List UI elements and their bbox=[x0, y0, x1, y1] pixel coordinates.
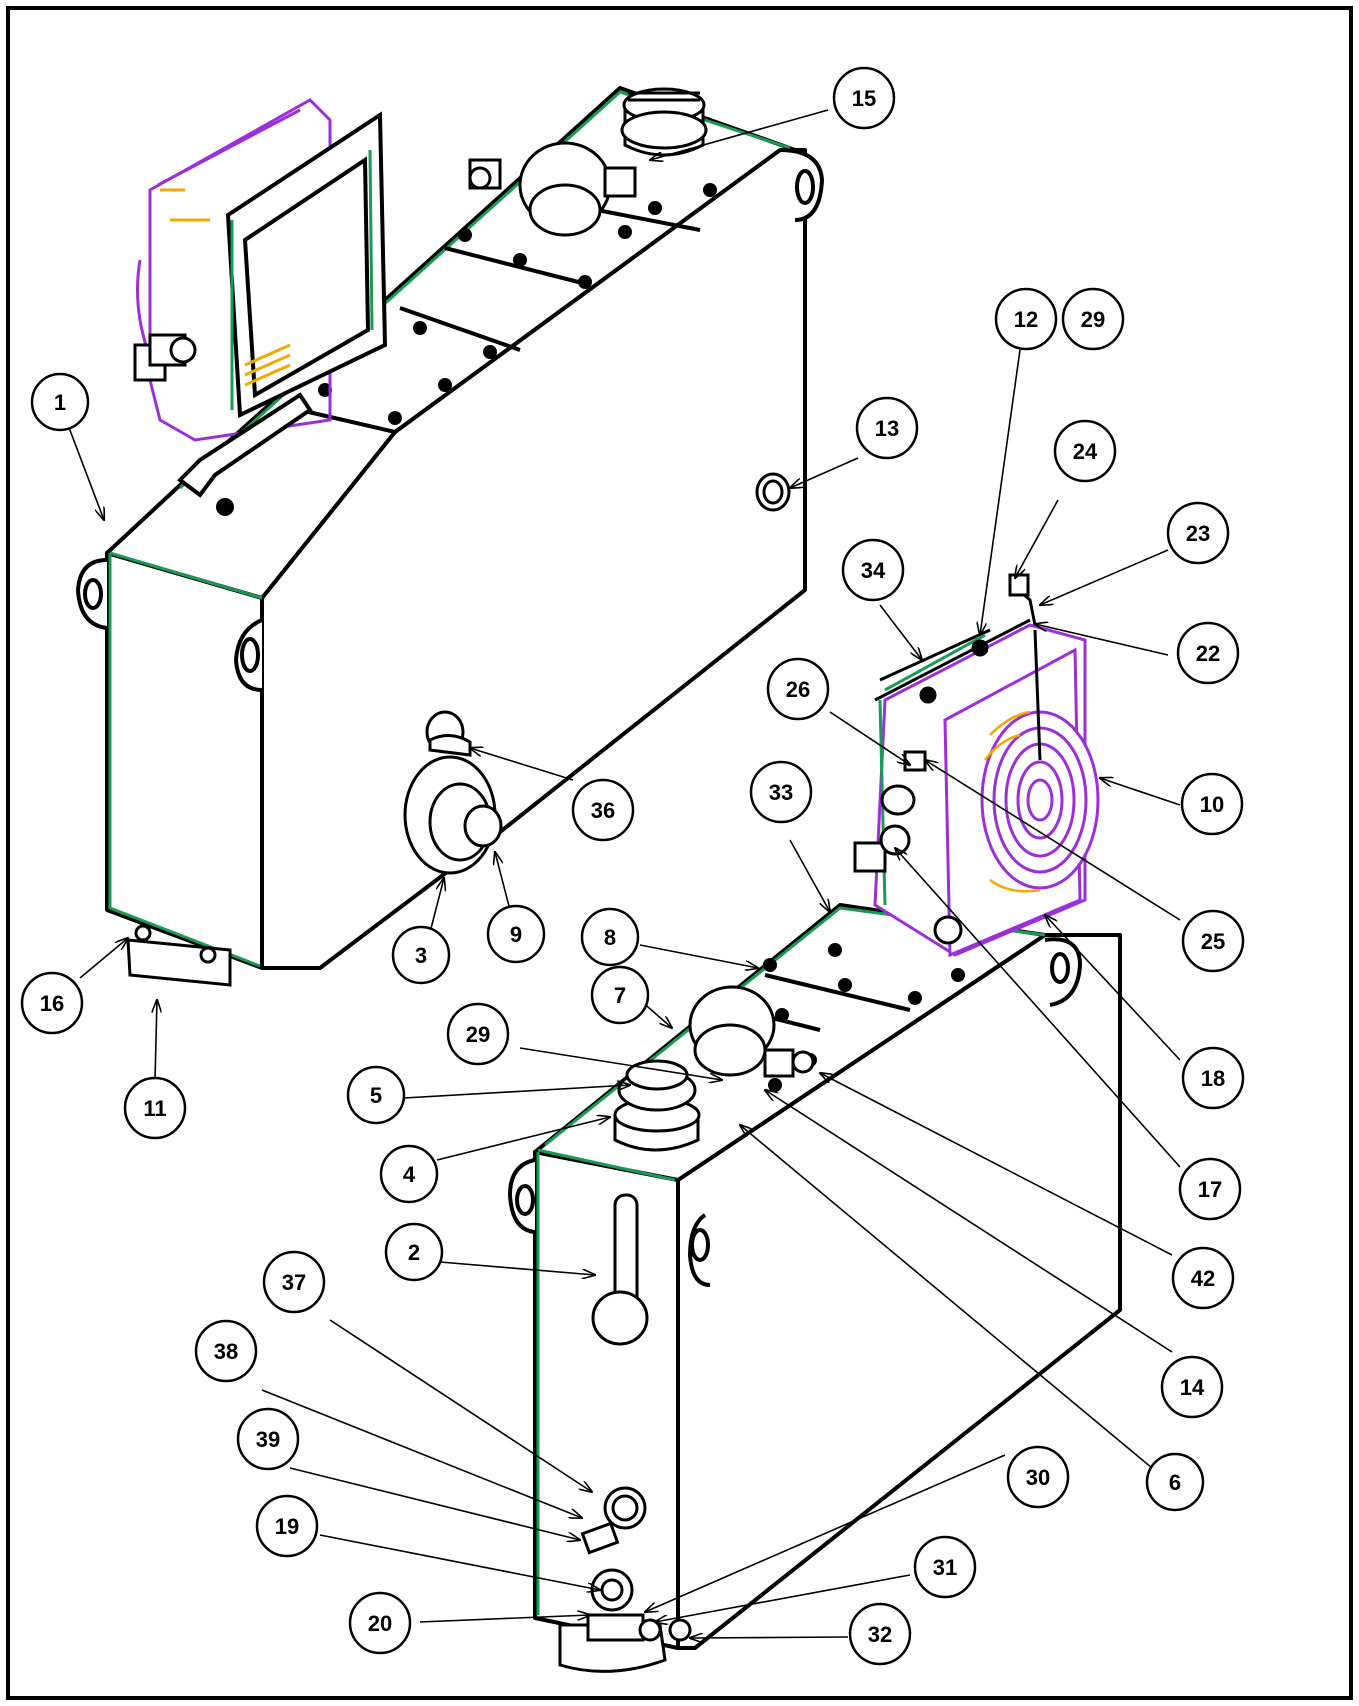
callout-2: 2 bbox=[384, 1222, 444, 1282]
callout-36-label: 36 bbox=[591, 798, 615, 823]
callout-39-label: 39 bbox=[256, 1427, 280, 1452]
upper-tank-mounting-ears bbox=[75, 148, 825, 692]
upper-elbow-fitting bbox=[133, 333, 197, 382]
callout-13: 13 bbox=[855, 396, 919, 460]
callout-11: 11 bbox=[123, 1076, 187, 1140]
callout-15: 15 bbox=[832, 66, 896, 130]
callout-25: 25 bbox=[1181, 909, 1245, 973]
upper-bottom-bracket bbox=[126, 924, 232, 987]
lower-purple-cooler bbox=[873, 623, 1100, 958]
upper-frame bbox=[225, 111, 388, 419]
callout-26-label: 26 bbox=[786, 677, 810, 702]
callout-14-label: 14 bbox=[1180, 1375, 1205, 1400]
callout-29-lower: 29 bbox=[446, 1002, 510, 1066]
callout-5: 5 bbox=[346, 1065, 406, 1125]
callout-22-label: 22 bbox=[1196, 641, 1220, 666]
callout-20: 20 bbox=[348, 1591, 412, 1655]
callout-12-label: 12 bbox=[1014, 307, 1038, 332]
callout-36: 36 bbox=[571, 778, 635, 842]
callout-4-label: 4 bbox=[403, 1162, 416, 1187]
callout-3-label: 3 bbox=[415, 943, 427, 968]
callout-10-label: 10 bbox=[1200, 792, 1224, 817]
callout-1-label: 1 bbox=[54, 390, 66, 415]
callout-16-label: 16 bbox=[40, 991, 64, 1016]
callout-14: 14 bbox=[1160, 1355, 1224, 1419]
callout-32: 32 bbox=[848, 1602, 912, 1666]
callout-33-label: 33 bbox=[769, 780, 793, 805]
upper-frame-green bbox=[230, 149, 374, 410]
callout-15-label: 15 bbox=[852, 86, 876, 111]
leader-lines bbox=[67, 109, 1181, 1638]
callout-9: 9 bbox=[486, 904, 546, 964]
callout-34: 34 bbox=[841, 538, 905, 602]
callout-5-label: 5 bbox=[370, 1083, 382, 1108]
upper-filler-cap bbox=[620, 87, 708, 157]
callout-22: 22 bbox=[1176, 621, 1240, 685]
callout-31-label: 31 bbox=[933, 1555, 957, 1580]
callout-10: 10 bbox=[1180, 772, 1244, 836]
callout-30: 30 bbox=[1006, 1445, 1070, 1509]
callout-42: 42 bbox=[1171, 1246, 1235, 1310]
callout-26: 26 bbox=[766, 657, 830, 721]
callout-38-label: 38 bbox=[214, 1339, 238, 1364]
callout-38: 38 bbox=[194, 1319, 258, 1383]
lower-tank-mounting-ears bbox=[507, 937, 1083, 1287]
upper-bracket bbox=[176, 392, 313, 516]
lower-drain-fittings bbox=[558, 1486, 692, 1673]
callout-11-label: 11 bbox=[143, 1096, 166, 1121]
lower-cooler-orange bbox=[984, 710, 1041, 893]
callout-6-label: 6 bbox=[1169, 1470, 1181, 1495]
callout-3: 3 bbox=[391, 925, 451, 985]
callout-37-label: 37 bbox=[282, 1270, 306, 1295]
lower-filter-head bbox=[688, 985, 815, 1078]
callout-7-label: 7 bbox=[614, 983, 626, 1008]
upper-filter-head bbox=[468, 141, 637, 237]
callout-31: 31 bbox=[913, 1535, 977, 1599]
callout-9-label: 9 bbox=[510, 922, 522, 947]
callout-18: 18 bbox=[1181, 1046, 1245, 1110]
callout-39: 39 bbox=[236, 1407, 300, 1471]
callout-2-label: 2 bbox=[408, 1240, 420, 1265]
callout-29-upper-label: 29 bbox=[1081, 307, 1105, 332]
diagram-frame bbox=[6, 6, 1353, 1700]
callout-19: 19 bbox=[255, 1494, 319, 1558]
callout-37: 37 bbox=[262, 1250, 326, 1314]
callout-33: 33 bbox=[749, 760, 813, 824]
callout-17-label: 17 bbox=[1198, 1177, 1222, 1202]
callout-20-label: 20 bbox=[368, 1611, 392, 1636]
callout-32-label: 32 bbox=[868, 1622, 892, 1647]
lower-cooler-parts bbox=[853, 573, 1042, 945]
callout-23: 23 bbox=[1166, 501, 1230, 565]
callout-23-label: 23 bbox=[1186, 521, 1210, 546]
callout-4: 4 bbox=[379, 1144, 439, 1204]
callout-25-label: 25 bbox=[1201, 929, 1225, 954]
callout-42-label: 42 bbox=[1191, 1266, 1215, 1291]
callout-13-label: 13 bbox=[875, 416, 899, 441]
callout-24-label: 24 bbox=[1073, 439, 1098, 464]
callout-12: 12 bbox=[994, 287, 1058, 351]
callout-29-upper: 29 bbox=[1061, 287, 1125, 351]
lower-sight-gauge bbox=[591, 1193, 649, 1346]
callout-34-label: 34 bbox=[861, 558, 886, 583]
callout-8: 8 bbox=[580, 907, 640, 967]
callout-30-label: 30 bbox=[1026, 1465, 1050, 1490]
lower-cooler-frame bbox=[874, 618, 1031, 702]
upper-frame-orange bbox=[160, 188, 291, 387]
callout-18-label: 18 bbox=[1201, 1066, 1225, 1091]
callout-6: 6 bbox=[1145, 1452, 1205, 1512]
callout-24: 24 bbox=[1053, 419, 1117, 483]
upper-side-fittings bbox=[403, 472, 791, 875]
callout-1: 1 bbox=[30, 372, 90, 432]
callout-7: 7 bbox=[590, 965, 650, 1025]
callout-8-label: 8 bbox=[604, 925, 616, 950]
callout-29-lower-label: 29 bbox=[466, 1022, 490, 1047]
callout-16: 16 bbox=[20, 971, 84, 1035]
callout-17: 17 bbox=[1178, 1157, 1242, 1221]
callout-19-label: 19 bbox=[275, 1514, 299, 1539]
